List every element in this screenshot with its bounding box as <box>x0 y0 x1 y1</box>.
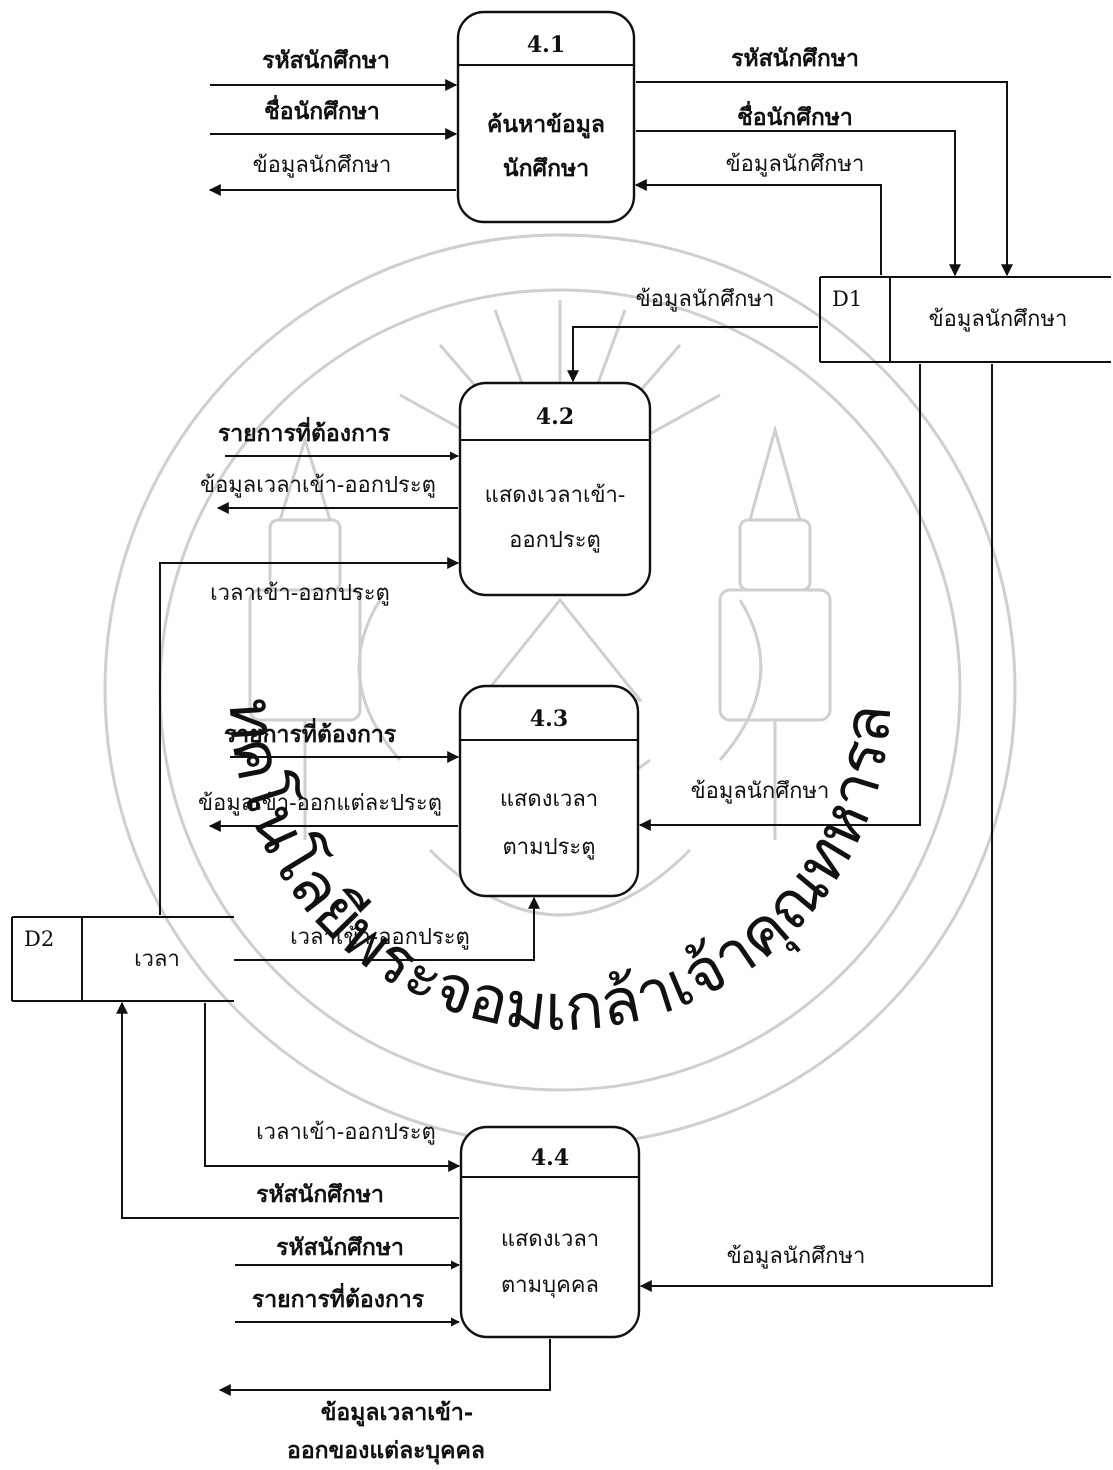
flow-label: ข้อมูลนักศึกษา <box>727 1244 866 1269</box>
flow-d1-to-p43-student-data: ข้อมูลนักศึกษา <box>638 364 921 831</box>
flow-in44-student-id: รหัสนักศึกษา <box>235 1234 460 1270</box>
flow-in41-student-id: รหัสนักศึกษา <box>210 47 458 91</box>
flow-p41-to-d1-student-id: รหัสนักศึกษา <box>636 45 1013 277</box>
process-4-3-number: 4.3 <box>530 706 568 732</box>
process-4-2-name-line2: ออกประตู <box>509 528 601 553</box>
datastore-d1-name: ข้อมูลนักศึกษา <box>929 307 1068 332</box>
process-4-2-name-line1: แสดงเวลาเข้า- <box>485 483 626 508</box>
flow-label: รายการที่ต้องการ <box>252 1282 425 1313</box>
flow-label: เวลาเข้า-ออกประตู <box>290 925 470 950</box>
flow-label: รหัสนักศึกษา <box>731 45 859 72</box>
watermark-pagoda-right <box>718 424 832 840</box>
datastore-d2-name: เวลา <box>134 947 180 972</box>
flow-d2-to-p44-gate-time: เวลาเข้า-ออกประตู <box>204 1003 461 1172</box>
flow-in44-request: รายการที่ต้องการ <box>235 1282 460 1327</box>
flow-d1-to-p44-student-data: ข้อมูลนักศึกษา <box>639 364 993 1292</box>
process-4-4: 4.4 แสดงเวลา ตามบุคคล <box>459 1125 641 1339</box>
flow-p41-to-d1-student-name: ชื่อนักศึกษา <box>636 100 961 277</box>
flow-label: ข้อมูลนักศึกษา <box>726 152 865 177</box>
process-4-3: 4.3 แสดงเวลา ตามประตู <box>458 684 640 898</box>
flow-label: ข้อมูลนักศึกษา <box>253 153 392 178</box>
flow-out43-per-gate: ข้อมูลเข้า-ออกแต่ละประตู <box>198 791 458 832</box>
flow-label-line2: ออกของแต่ละบุคคล <box>287 1437 485 1465</box>
process-4-1: 4.1 ค้นหาข้อมูล นักศึกษา <box>456 10 636 224</box>
flow-label: ข้อมูลเวลาเข้า-ออกประตู <box>200 473 436 498</box>
datastore-d1-id: D1 <box>832 287 862 311</box>
flow-label: ชื่อนักศึกษา <box>264 94 380 125</box>
flow-out44-personal-time: ข้อมูลเวลาเข้า- ออกของแต่ละบุคคล <box>218 1339 551 1465</box>
flow-label: ข้อมูลนักศึกษา <box>636 287 775 312</box>
flow-label: รหัสนักศึกษา <box>276 1234 404 1261</box>
flow-out42-gate-time: ข้อมูลเวลาเข้า-ออกประตู <box>200 473 458 514</box>
flow-d2-to-p42-gate-time: เวลาเข้า-ออกประตู <box>159 557 460 915</box>
flow-in41-student-name: ชื่อนักศึกษา <box>210 94 458 140</box>
flow-d1-to-p41-student-data: ข้อมูลนักศึกษา <box>634 152 882 275</box>
flow-label: ข้อมูลนักศึกษา <box>691 779 830 804</box>
process-4-1-name-line2: นักศึกษา <box>503 155 589 182</box>
process-4-4-name-line2: ตามบุคคล <box>501 1273 599 1298</box>
flow-d1-to-p42-student-data: ข้อมูลนักศึกษา <box>567 287 818 383</box>
flow-label: เวลาเข้า-ออกประตู <box>210 581 390 606</box>
flow-label: รหัสนักศึกษา <box>256 1181 384 1208</box>
flow-label-line1: ข้อมูลเวลาเข้า- <box>321 1399 474 1427</box>
flow-in43-request: รายการที่ต้องการ <box>224 717 460 763</box>
process-4-2: 4.2 แสดงเวลาเข้า- ออกประตู <box>458 381 652 597</box>
process-4-2-number: 4.2 <box>536 404 574 430</box>
flow-in42-request: รายการที่ต้องการ <box>218 416 459 461</box>
process-4-4-name-line1: แสดงเวลา <box>501 1227 599 1252</box>
flow-p44-to-d2-student-id: รหัสนักศึกษา <box>116 1001 459 1219</box>
flow-d2-to-p43-gate-time: เวลาเข้า-ออกประตู <box>234 896 540 961</box>
process-4-3-name-line2: ตามประตู <box>502 835 595 860</box>
datastore-d2-id: D2 <box>24 927 54 951</box>
process-4-3-name-line1: แสดงเวลา <box>500 787 598 812</box>
datastore-d1: D1 ข้อมูลนักศึกษา <box>819 276 1111 363</box>
process-4-1-number: 4.1 <box>527 32 565 58</box>
process-4-4-number: 4.4 <box>531 1145 569 1171</box>
flow-out41-student-data: ข้อมูลนักศึกษา <box>208 153 456 196</box>
flow-label: ข้อมูลเข้า-ออกแต่ละประตู <box>198 791 442 816</box>
flow-label: ชื่อนักศึกษา <box>737 100 853 131</box>
flow-label: เวลาเข้า-ออกประตู <box>256 1120 436 1145</box>
flow-label: รหัสนักศึกษา <box>262 47 390 74</box>
flow-label: รายการที่ต้องการ <box>218 416 391 447</box>
datastore-d2: D2 เวลา <box>11 916 234 1002</box>
flow-label: รายการที่ต้องการ <box>224 717 397 748</box>
process-4-1-name-line1: ค้นหาข้อมูล <box>487 111 605 139</box>
